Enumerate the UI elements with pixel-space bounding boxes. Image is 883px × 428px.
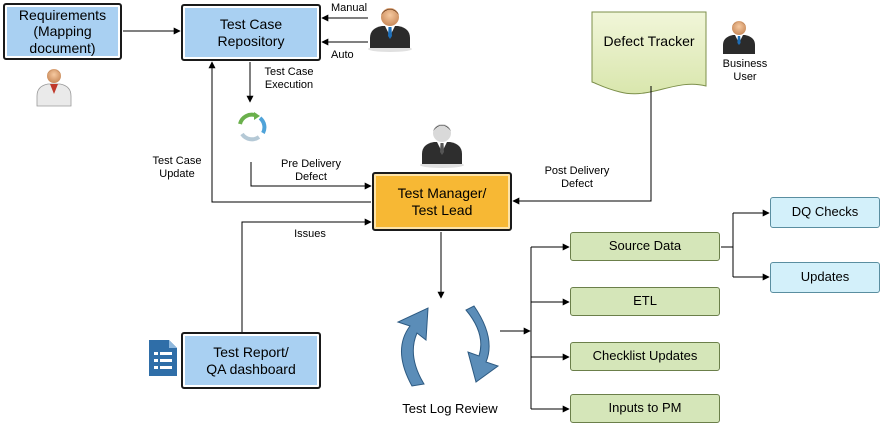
checklist-updates-node[interactable]: Checklist Updates — [570, 342, 720, 371]
inputs-to-pm-label: Inputs to PM — [608, 400, 682, 416]
updates-node[interactable]: Updates — [770, 262, 880, 293]
refresh-arrows-icon — [396, 305, 500, 387]
etl-label: ETL — [633, 293, 657, 309]
checklist-updates-label: Checklist Updates — [592, 348, 698, 364]
execution-label: Test Case Execution — [264, 66, 314, 92]
auto-label: Auto — [331, 49, 354, 61]
arrow-pre-delivery — [250, 162, 372, 190]
etl-node[interactable]: ETL — [570, 287, 720, 316]
person-icon — [36, 69, 72, 107]
business-user-icon — [723, 21, 755, 54]
repository-label: Test Case Repository — [217, 16, 285, 49]
test-manager-node[interactable]: Test Manager/ Test Lead — [372, 172, 512, 231]
businessman-icon — [368, 8, 412, 52]
update-label: Test Case Update — [152, 155, 202, 181]
dq-checks-label: DQ Checks — [791, 204, 859, 220]
business-user-label: Business User — [722, 58, 768, 84]
source-data-label: Source Data — [608, 238, 682, 254]
test-log-review-label: Test Log Review — [402, 401, 498, 416]
manual-label: Manual — [331, 2, 368, 14]
dq-checks-node[interactable]: DQ Checks — [770, 197, 880, 228]
requirements-node[interactable]: Requirements (Mapping document) — [3, 3, 122, 60]
test-case-repository-node[interactable]: Test Case Repository — [181, 4, 321, 61]
inputs-to-pm-node[interactable]: Inputs to PM — [570, 394, 720, 423]
defect-tracker-shape — [591, 11, 707, 95]
source-data-node[interactable]: Source Data — [570, 232, 720, 261]
arrow-issues — [241, 218, 372, 332]
arrow-post-delivery — [512, 86, 652, 205]
post-delivery-label: Post Delivery Defect — [544, 165, 610, 191]
requirements-label: Requirements (Mapping document) — [18, 7, 107, 56]
updates-label: Updates — [800, 269, 850, 285]
cycle-icon — [238, 112, 267, 142]
issues-label: Issues — [294, 228, 326, 240]
pre-delivery-label: Pre Delivery Defect — [281, 158, 341, 184]
test-report-node[interactable]: Test Report/ QA dashboard — [181, 332, 321, 389]
test-report-label: Test Report/ QA dashboard — [206, 344, 296, 377]
defect-tracker-label: Defect Tracker — [603, 32, 695, 49]
arrow-update — [208, 61, 371, 203]
document-icon — [149, 340, 177, 376]
manager-icon — [420, 124, 464, 168]
test-manager-label: Test Manager/ Test Lead — [397, 185, 487, 218]
defect-tracker-node[interactable]: Defect Tracker — [592, 24, 706, 58]
